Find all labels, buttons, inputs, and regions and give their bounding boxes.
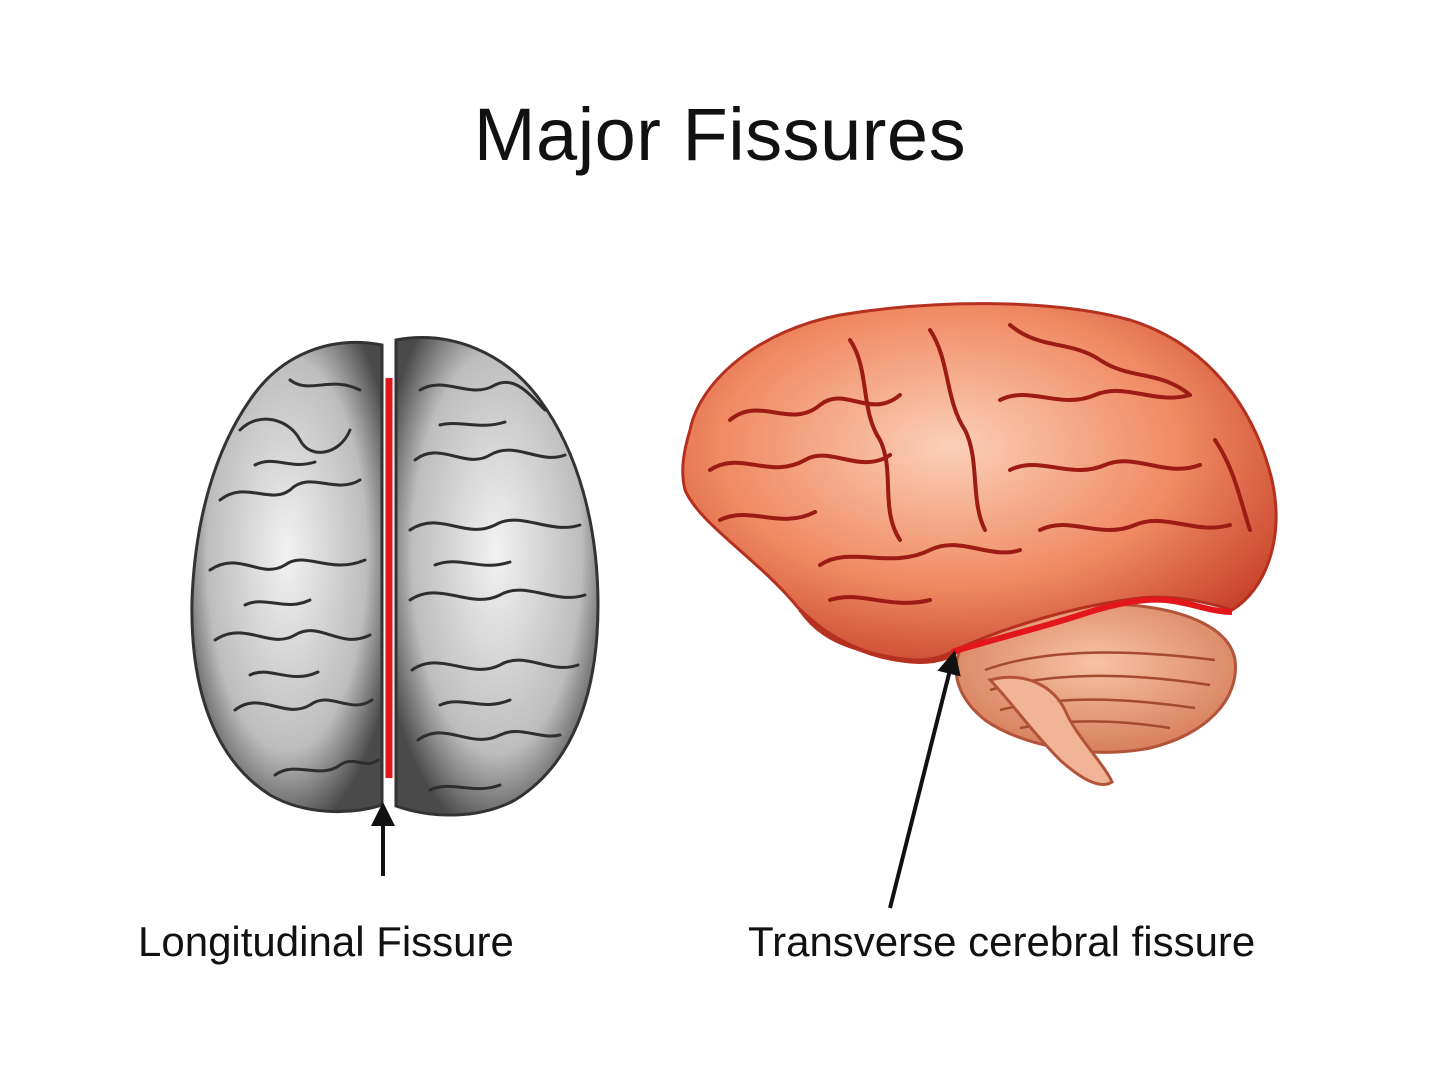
transverse-fissure-label: Transverse cerebral fissure (748, 918, 1256, 965)
cerebellum-folia (984, 651, 1216, 730)
lateral-brain-illustration (681, 302, 1278, 909)
superior-brain-illustration (190, 336, 600, 876)
gyri-pattern-right (408, 380, 587, 792)
slide-title: Major Fissures (473, 93, 967, 176)
gyri-pattern-left (208, 378, 380, 777)
right-hemisphere (394, 336, 600, 817)
sulci-pattern (708, 323, 1252, 605)
transverse-fissure-line (951, 596, 1233, 655)
left-hemisphere (190, 340, 384, 813)
transverse-fissure-arrow (888, 650, 961, 909)
longitudinal-fissure-label: Longitudinal Fissure (138, 918, 514, 965)
brainstem (987, 675, 1114, 787)
